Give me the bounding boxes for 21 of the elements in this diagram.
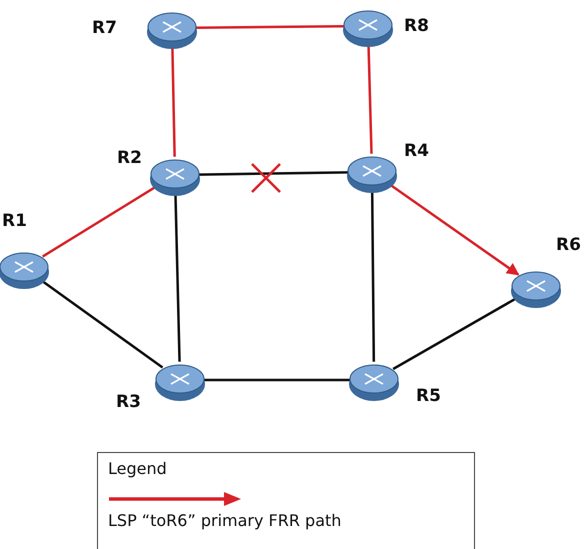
router-label: R4 (404, 141, 429, 161)
router-label: R6 (556, 235, 581, 255)
link-line (367, 44, 373, 154)
router-label: R5 (416, 386, 441, 406)
link-line (388, 183, 520, 276)
router-label: R2 (117, 148, 142, 168)
link-line (370, 190, 376, 362)
legend-heading: Legend (108, 459, 167, 478)
router-label: R1 (2, 211, 27, 231)
link-line (171, 46, 176, 157)
link-line (42, 185, 157, 258)
link-line (174, 193, 181, 362)
router-label: R3 (116, 392, 141, 412)
link-line (392, 296, 518, 370)
router-label: R8 (404, 16, 429, 36)
link-line (198, 171, 348, 176)
router-label: R7 (92, 18, 117, 38)
legend-text: LSP “toR6” primary FRR path (108, 511, 342, 530)
link-line (196, 25, 344, 29)
link-line (40, 280, 164, 368)
link-line (204, 378, 350, 382)
